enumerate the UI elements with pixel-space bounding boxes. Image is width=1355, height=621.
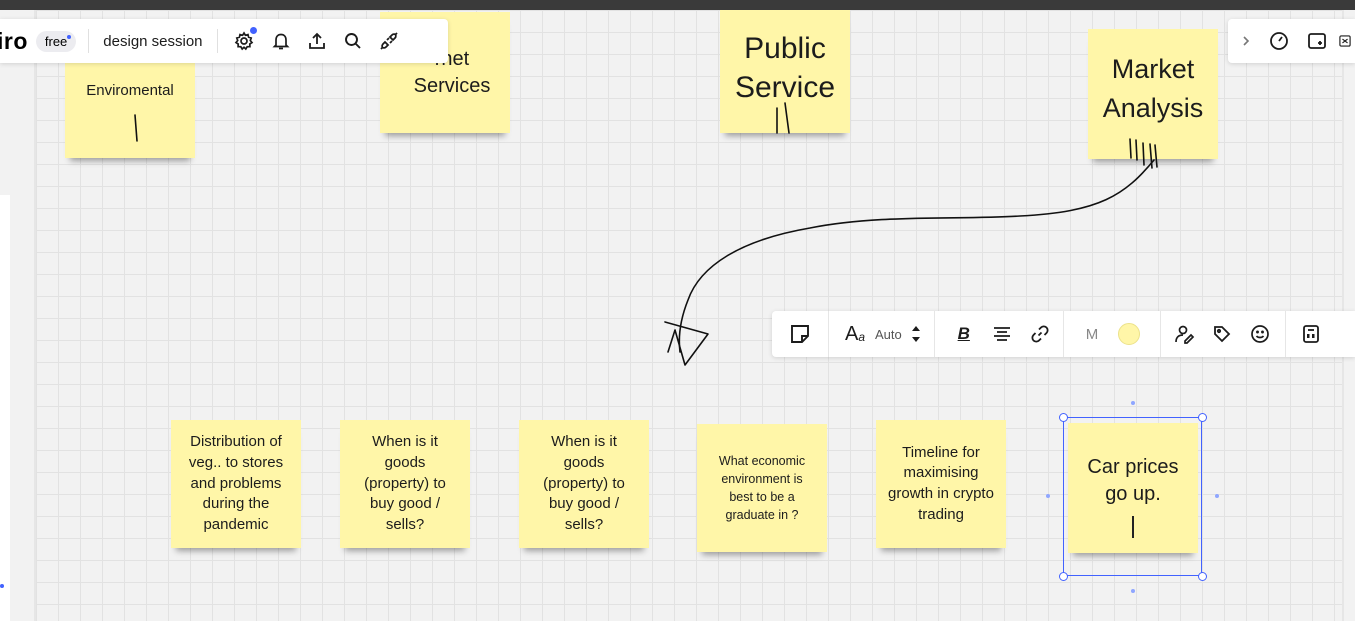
board-header: iro free design session: [0, 19, 448, 63]
resize-handle-top-right[interactable]: [1198, 413, 1207, 422]
right-top-toolbar: [1228, 19, 1355, 63]
connector-dot-left[interactable]: [1046, 494, 1050, 498]
text-cursor: [1132, 516, 1134, 538]
sticky-timeline[interactable]: Timeline for maximising growth in crypto…: [876, 420, 1006, 548]
sticky-when-goods-2[interactable]: When is it goods (property) to buy good …: [519, 420, 649, 548]
sticky-text: Timeline for maximising growth in crypto…: [888, 443, 994, 523]
miro-logo[interactable]: iro: [0, 27, 28, 54]
board-name[interactable]: design session: [103, 32, 203, 50]
toolbar-divider: [1160, 311, 1162, 357]
bold-icon[interactable]: B: [957, 324, 970, 343]
sticky-market-analysis[interactable]: Market Analysis: [1088, 29, 1218, 159]
reaction-icon[interactable]: [1243, 311, 1287, 357]
connector-dot-right[interactable]: [1215, 494, 1219, 498]
connector-dot-top[interactable]: [1131, 401, 1135, 405]
search-icon[interactable]: [338, 27, 368, 55]
plan-badge[interactable]: free: [35, 30, 77, 52]
sticky-text: Market Analysis: [1102, 53, 1204, 123]
sticky-text: When is it goods (property) to buy good …: [543, 433, 625, 534]
resize-handle-bottom-right[interactable]: [1198, 572, 1207, 581]
resize-handle-bottom-left[interactable]: [1059, 572, 1068, 581]
font-size-value[interactable]: Auto: [875, 326, 902, 342]
header-divider: [216, 29, 218, 53]
window-top-bar: [0, 0, 1355, 10]
sticky-text: When is it goods (property) to buy good …: [364, 433, 446, 534]
sticky-public-service[interactable]: Public Service: [720, 10, 850, 133]
header-divider: [88, 29, 90, 53]
tag-icon[interactable]: [1205, 311, 1239, 357]
settings-icon[interactable]: [230, 27, 258, 55]
sticky-when-goods-1[interactable]: When is it goods (property) to buy good …: [340, 420, 470, 548]
assign-icon[interactable]: [1167, 311, 1201, 357]
sticky-size-value[interactable]: M: [1085, 325, 1099, 343]
sticky-text: What economic environment is best to be …: [718, 453, 806, 523]
left-toolbar-dot: [0, 584, 4, 588]
selection-frame[interactable]: [1063, 417, 1202, 576]
sticky-note-icon[interactable]: [772, 311, 829, 357]
sticky-text: Distribution of veg.. to stores and prob…: [188, 433, 284, 534]
resize-handle-top-left[interactable]: [1059, 413, 1068, 422]
sticky-text: Enviromental: [86, 82, 174, 99]
sticky-economic-environment[interactable]: What economic environment is best to be …: [697, 424, 827, 552]
stepper-icon[interactable]: [906, 311, 935, 357]
badge-dot: [67, 34, 72, 39]
color-swatch[interactable]: [1118, 323, 1141, 345]
sticky-enviromental[interactable]: Enviromental: [65, 63, 195, 158]
sticky-text: Public Service: [734, 31, 836, 104]
align-icon[interactable]: [985, 311, 1019, 357]
card-icon[interactable]: [1302, 27, 1332, 55]
sticky-distribution[interactable]: Distribution of veg.. to stores and prob…: [171, 420, 301, 548]
more-icon[interactable]: [1294, 311, 1328, 357]
left-toolbar-edge[interactable]: [0, 195, 10, 621]
notifications-icon[interactable]: [266, 27, 296, 55]
connector-dot-bottom[interactable]: [1131, 589, 1135, 593]
share-icon[interactable]: [302, 27, 332, 55]
embed-icon[interactable]: [1338, 27, 1352, 55]
link-icon[interactable]: [1023, 311, 1064, 357]
settings-notification-dot: [249, 27, 257, 34]
timer-icon[interactable]: [1264, 27, 1294, 55]
chevron-right-icon[interactable]: [1236, 27, 1256, 55]
sticky-text: Car prices go up.: [1087, 456, 1179, 505]
integrations-icon[interactable]: [374, 27, 404, 55]
